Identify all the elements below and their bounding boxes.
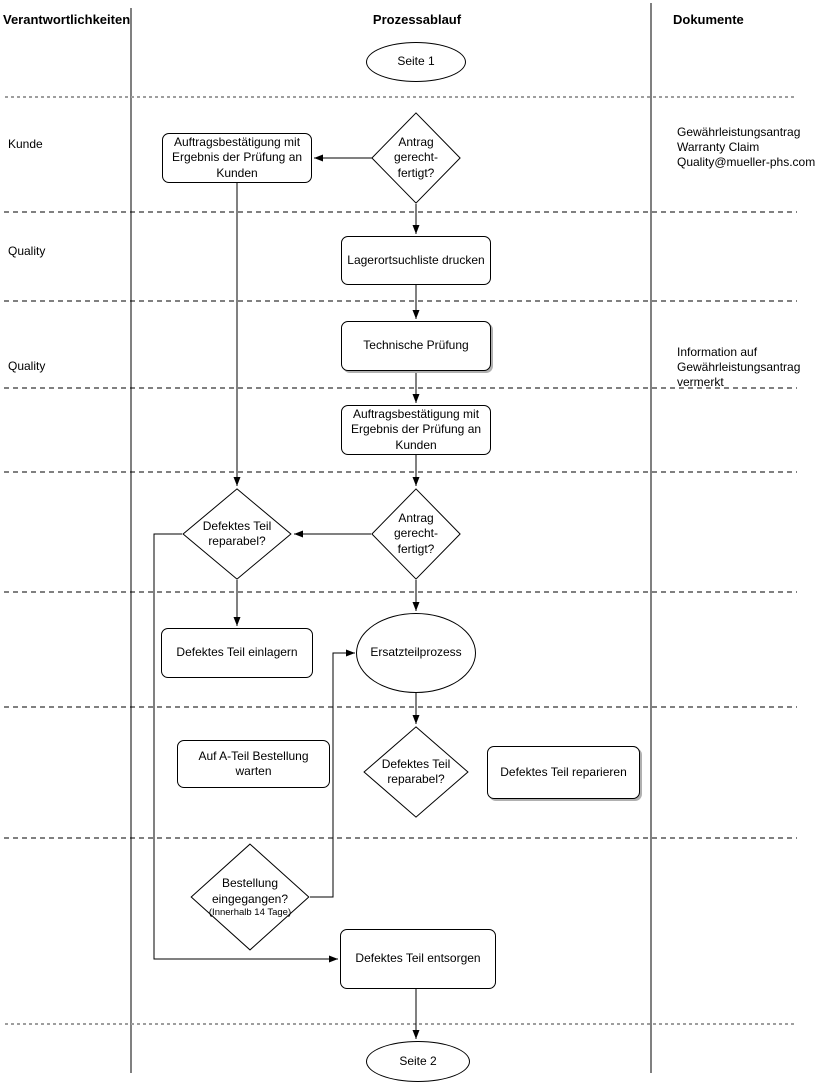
document-line: Quality@mueller-phs.com xyxy=(677,155,816,169)
edge-reparabel1-to-entsorgen xyxy=(153,533,338,963)
node-process-auftragsbestaetigung-2: Auftragsbestätigung mit Ergebnis der Prü… xyxy=(341,405,491,455)
diamond-shape xyxy=(190,843,310,951)
node-process-defektes-teil-entsorgen: Defektes Teil entsorgen xyxy=(340,929,496,989)
diamond-shape xyxy=(182,488,292,580)
node-process-auf-a-teil-bestellung-warten: Auf A-Teil Bestellung warten xyxy=(177,740,330,788)
node-label-note: (Innerhalb 14 Tage) xyxy=(208,906,292,918)
column-header-process: Prozessablauf xyxy=(372,12,462,27)
node-process-lagerortsuchliste-drucken: Lagerortsuchliste drucken xyxy=(341,236,491,285)
node-process-defektes-teil-reparieren: Defektes Teil reparieren xyxy=(487,746,640,799)
node-label: Lagerortsuchliste drucken xyxy=(347,252,485,267)
diamond-shape xyxy=(371,488,461,580)
node-label: Defektes Teil einlagern xyxy=(176,645,298,660)
node-label: Defektes Teil entsorgen xyxy=(355,951,481,966)
diamond-shape xyxy=(363,726,469,818)
node-label: Auf A-Teil Bestellung warten xyxy=(198,748,309,778)
document-line: Information auf xyxy=(677,345,758,359)
document-info-note: Information auf Gewährleistungsantrag ve… xyxy=(677,345,800,390)
node-end-page2: Seite 2 xyxy=(366,1041,470,1082)
node-process-technische-pruefung: Technische Prüfung xyxy=(341,321,491,371)
document-line: vermerkt xyxy=(677,375,724,389)
edge-bestellung-to-ersatzteilprozess xyxy=(310,649,355,898)
document-line: Gewährleistungsantrag xyxy=(677,360,801,374)
node-label: Antrag gerecht- fertigt? xyxy=(393,511,439,556)
document-warranty-claim: Gewährleistungsantrag Warranty Claim Qua… xyxy=(677,125,815,170)
document-line: Warranty Claim xyxy=(677,140,760,154)
node-label: Seite 2 xyxy=(399,1053,437,1068)
node-label: Defektes Teil reparabel? xyxy=(202,518,272,548)
node-decision-bestellung-eingegangen: Bestellung eingegangen? (Innerhalb 14 Ta… xyxy=(190,843,310,951)
node-label: Antrag gerecht- fertigt? xyxy=(393,135,439,180)
node-label: Auftragsbestätigung mit Ergebnis der Prü… xyxy=(171,135,303,180)
node-label: Ersatzteilprozess xyxy=(370,645,462,660)
node-label: Seite 1 xyxy=(397,54,435,69)
node-subprocess-ersatzteilprozess: Ersatzteilprozess xyxy=(356,613,476,693)
column-header-documents: Dokumente xyxy=(673,12,744,27)
lane-label-kunde: Kunde xyxy=(8,137,43,151)
node-label: Bestellung eingegangen? (Innerhalb 14 Ta… xyxy=(202,876,298,917)
node-label: Auftragsbestätigung mit Ergebnis der Prü… xyxy=(350,407,482,452)
node-decision-defektes-teil-reparabel-2: Defektes Teil reparabel? xyxy=(363,726,469,818)
node-start-page1: Seite 1 xyxy=(366,42,466,82)
node-decision-antrag-gerechtfertigt-1: Antrag gerecht- fertigt? xyxy=(371,112,461,204)
node-label: Defektes Teil reparieren xyxy=(500,764,627,779)
document-line: Gewährleistungsantrag xyxy=(677,125,801,139)
lane-label-quality-1: Quality xyxy=(8,244,46,258)
node-process-defektes-teil-einlagern: Defektes Teil einlagern xyxy=(161,628,313,678)
node-decision-antrag-gerechtfertigt-2: Antrag gerecht- fertigt? xyxy=(371,488,461,580)
node-label: Technische Prüfung xyxy=(363,338,469,353)
node-process-auftragsbestaetigung-1: Auftragsbestätigung mit Ergebnis der Prü… xyxy=(162,133,312,183)
column-header-responsibilities: Verantwortlichkeiten xyxy=(3,12,131,27)
node-label: Defektes Teil reparabel? xyxy=(381,756,451,786)
node-decision-defektes-teil-reparabel-1: Defektes Teil reparabel? xyxy=(182,488,292,580)
node-label-main: Bestellung eingegangen? xyxy=(211,876,289,906)
diamond-shape xyxy=(371,112,461,204)
lane-label-quality-2: Quality xyxy=(8,359,46,373)
